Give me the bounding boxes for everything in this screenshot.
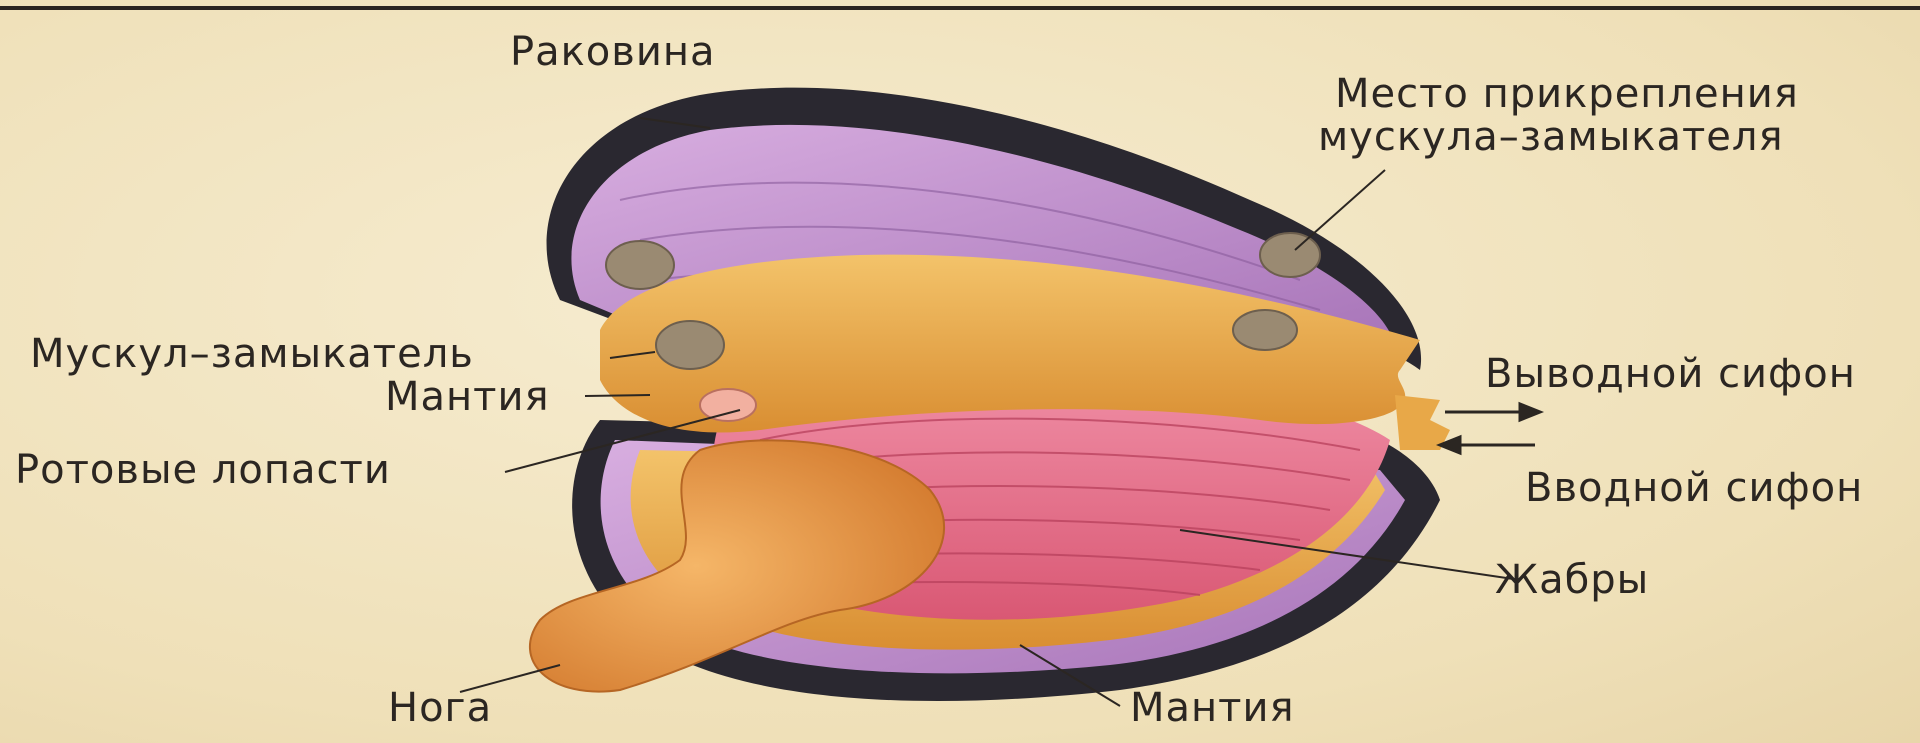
label-attachment-line2: мускула–замыкателя — [1318, 115, 1784, 159]
label-foot: Нога — [388, 686, 492, 730]
label-mouth-lobes: Ротовые лопасти — [15, 448, 391, 492]
adductor-scar-upper-back — [1260, 233, 1320, 277]
label-exhalant-siphon: Выводной сифон — [1485, 352, 1856, 396]
label-mantle-lower: Мантия — [1130, 686, 1295, 730]
adductor-muscle-back — [1233, 310, 1297, 350]
label-shell: Раковина — [510, 30, 716, 74]
siphon-arrows — [1440, 404, 1540, 453]
label-adductor-muscle: Мускул–замыкатель — [30, 332, 474, 376]
siphon-edge — [1395, 395, 1450, 450]
adductor-muscle-front — [656, 321, 724, 369]
label-attachment-line1: Место прикрепления — [1335, 72, 1799, 116]
label-inhalant-siphon: Вводной сифон — [1525, 466, 1863, 510]
mouth-lobes-shape — [700, 389, 756, 421]
label-gills: Жабры — [1495, 558, 1649, 602]
adductor-scar-upper-front — [606, 241, 674, 289]
label-mantle-upper: Мантия — [385, 375, 550, 419]
